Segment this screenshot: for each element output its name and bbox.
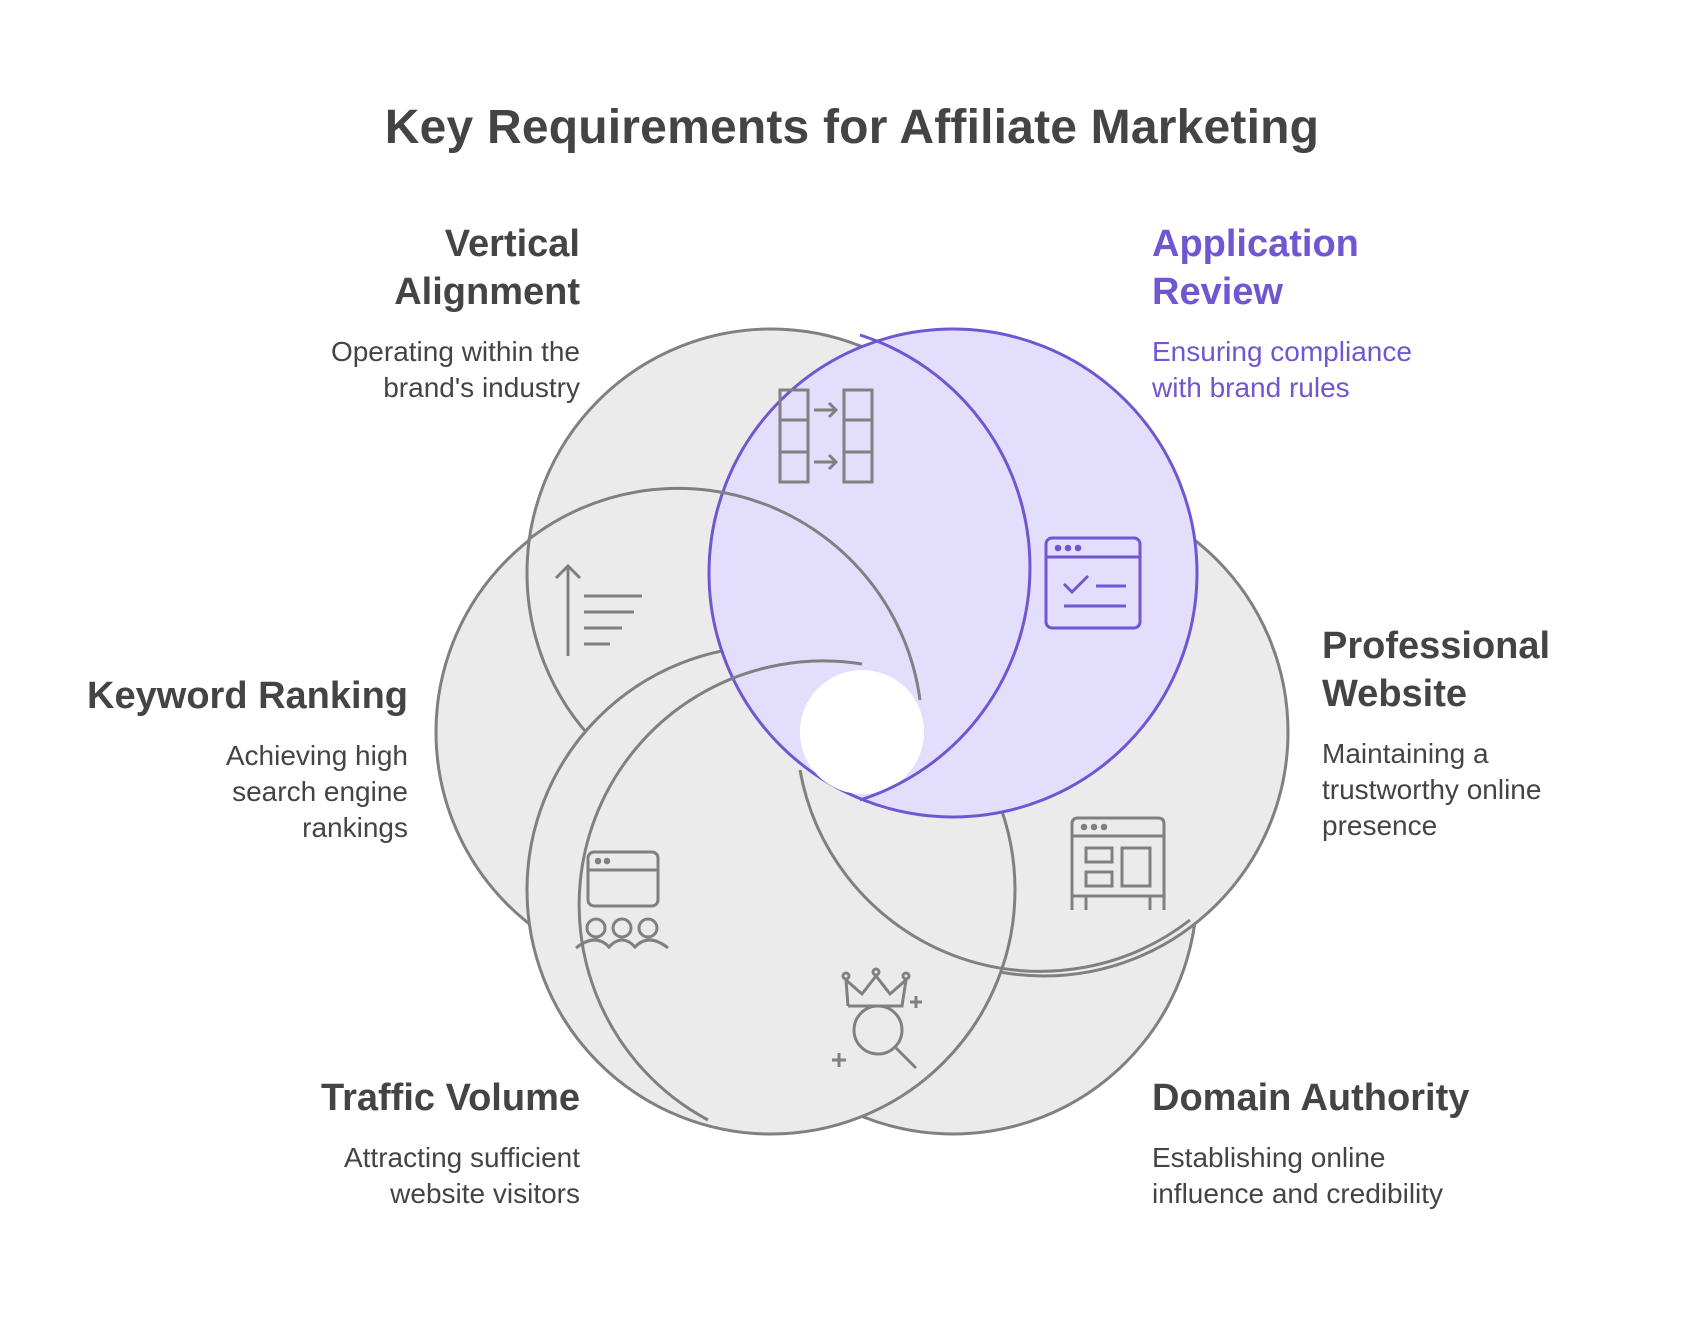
item-description: Attracting sufficient website visitors — [343, 1142, 580, 1209]
item-heading: Traffic Volume — [320, 1077, 580, 1119]
item-traffic-volume: Traffic Volume Attracting sufficient web… — [180, 1074, 580, 1212]
item-keyword-ranking: Keyword Ranking Achieving high search en… — [8, 672, 408, 846]
overlap-edge-keyword — [527, 486, 922, 701]
item-heading: Vertical Alignment — [394, 223, 580, 313]
browser-check-icon — [1044, 536, 1142, 630]
browser-audience-icon — [575, 850, 669, 950]
overlap-edge-domain — [798, 769, 1191, 973]
sort-ascending-icon — [554, 563, 642, 656]
item-description: Establishing online influence and credib… — [1152, 1142, 1444, 1209]
crown-search-icon — [832, 967, 922, 1070]
columns-arrows-icon — [778, 388, 874, 484]
item-heading: Domain Authority — [1152, 1077, 1470, 1119]
item-heading: Application Review — [1152, 223, 1359, 313]
item-heading: Professional Website — [1322, 625, 1551, 715]
item-professional-website: Professional Website Maintaining a trust… — [1322, 622, 1704, 844]
item-vertical-alignment: Vertical Alignment Operating within the … — [180, 220, 580, 406]
item-description: Ensuring compliance with brand rules — [1152, 336, 1412, 403]
item-description: Achieving high search engine rankings — [225, 740, 408, 843]
page-title: Key Requirements for Affiliate Marketing — [384, 101, 1320, 154]
website-layout-icon — [1070, 816, 1166, 910]
item-application-review: Application Review Ensuring compliance w… — [1152, 220, 1552, 406]
item-description: Maintaining a trustworthy online presenc… — [1322, 738, 1542, 841]
item-domain-authority: Domain Authority Establishing online inf… — [1152, 1074, 1552, 1212]
center-hole — [800, 670, 924, 794]
overlap-edge-review — [859, 333, 1032, 802]
item-heading: Keyword Ranking — [87, 675, 408, 717]
overlap-edge-traffic — [577, 659, 863, 1122]
item-description: Operating within the brand's industry — [330, 336, 580, 403]
